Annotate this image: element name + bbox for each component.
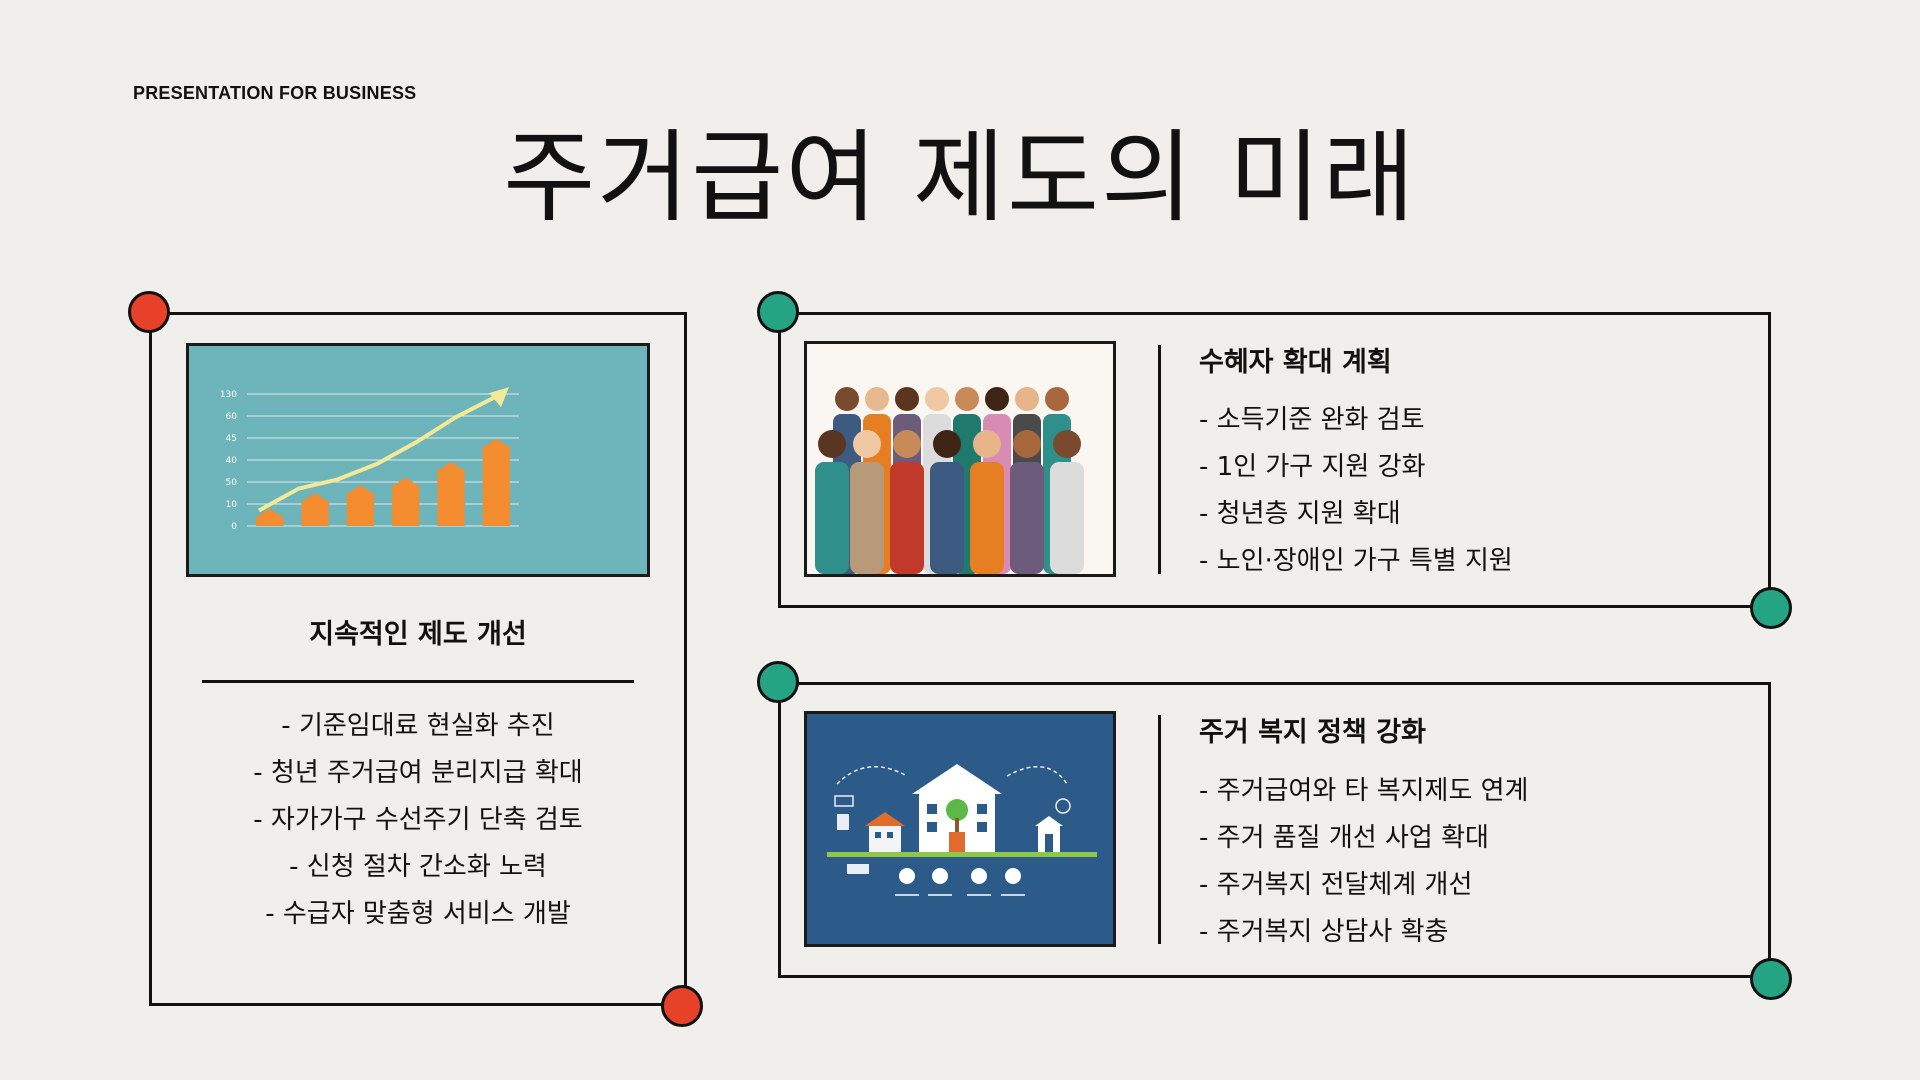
list-item: - 주거 품질 개선 사업 확대	[1199, 823, 1489, 853]
list-item: - 청년 주거급여 분리지급 확대	[253, 758, 583, 788]
presentation-kicker: PRESENTATION FOR BUSINESS	[133, 83, 417, 103]
top-right-card-bottom-dot	[1750, 587, 1792, 629]
list-item: - 수급자 맞춤형 서비스 개발	[265, 899, 571, 929]
growth-chart-illustration: 0 10 50 40 45 60 130	[186, 343, 650, 577]
left-card-heading: 지속적인 제도 개선	[309, 619, 527, 650]
diverse-people-group-illustration	[804, 341, 1116, 577]
top-right-card-list: - 소득기준 완화 검토 - 1인 가구 지원 강화 - 청년층 지원 확대 -…	[1199, 397, 1513, 585]
bar	[437, 461, 465, 526]
list-item: - 주거급여와 타 복지제도 연계	[1199, 776, 1529, 806]
list-item: - 자가가구 수선주기 단축 검토	[253, 805, 583, 835]
list-item: - 주거복지 상담사 확충	[1199, 917, 1449, 947]
housing-welfare-illustration	[804, 711, 1116, 947]
y-tick-label: 50	[226, 478, 238, 488]
bar	[482, 438, 510, 526]
bottom-right-card-list: - 주거급여와 타 복지제도 연계 - 주거 품질 개선 사업 확대 - 주거복…	[1199, 768, 1528, 956]
y-tick-label: 0	[231, 522, 237, 532]
left-card-top-dot	[128, 291, 170, 333]
list-item: - 1인 가구 지원 강화	[1199, 452, 1426, 482]
list-item: - 소득기준 완화 검토	[1199, 405, 1425, 435]
left-card-divider	[202, 680, 634, 683]
bar	[256, 508, 284, 526]
trend-line	[258, 395, 496, 513]
y-tick-label: 60	[226, 412, 238, 422]
bottom-right-card	[778, 682, 1771, 978]
trend-arrow-head	[489, 387, 509, 408]
bar	[301, 492, 329, 526]
bottom-right-card-bottom-dot	[1750, 958, 1792, 1000]
list-item: - 신청 절차 간소화 노력	[289, 852, 547, 882]
list-item: - 노인·장애인 가구 특별 지원	[1199, 546, 1513, 576]
bottom-right-card-top-dot	[757, 661, 799, 703]
list-item: - 주거복지 전달체계 개선	[1199, 870, 1473, 900]
y-tick-label: 130	[220, 390, 237, 400]
growth-chart: 0 10 50 40 45 60 130	[220, 387, 519, 532]
top-right-card	[778, 312, 1771, 608]
top-right-card-top-dot	[757, 291, 799, 333]
y-tick-label: 45	[226, 434, 237, 444]
left-card-bottom-dot	[661, 985, 703, 1027]
list-item: - 기준임대료 현실화 추진	[281, 711, 555, 741]
left-card	[149, 312, 687, 1006]
bar	[346, 485, 374, 526]
page-title: 주거급여 제도의 미래	[503, 119, 1417, 236]
bar	[392, 477, 420, 526]
bottom-right-divider	[1158, 715, 1161, 944]
y-tick-label: 10	[226, 500, 238, 510]
y-tick-label: 40	[226, 456, 238, 466]
top-right-divider	[1158, 345, 1161, 574]
list-item: - 청년층 지원 확대	[1199, 499, 1401, 529]
left-card-list: - 기준임대료 현실화 추진 - 청년 주거급여 분리지급 확대 - 자가가구 …	[149, 703, 687, 938]
top-right-card-heading: 수혜자 확대 계획	[1199, 347, 1392, 378]
bottom-right-card-heading: 주거 복지 정책 강화	[1199, 717, 1426, 748]
